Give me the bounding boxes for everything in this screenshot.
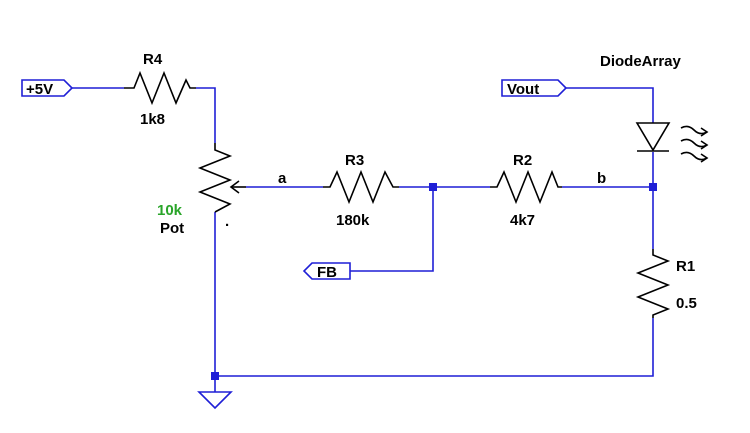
ground-icon [197, 391, 233, 410]
pot-wiper-arrowhead [229, 180, 240, 194]
port-fb-label: FB [317, 264, 337, 281]
resistor-r2[interactable] [490, 169, 562, 205]
pot-wiper-dot: . [225, 213, 229, 230]
r2-name: R2 [513, 152, 532, 169]
junction-b [649, 183, 657, 191]
r4-name: R4 [143, 51, 163, 68]
resistor-r1[interactable] [635, 249, 671, 318]
port-plus5v-label: +5V [26, 81, 53, 98]
r3-value: 180k [336, 212, 370, 229]
port-plus5v[interactable]: +5V [21, 79, 74, 98]
r4-value: 1k8 [140, 111, 165, 128]
r1-name: R1 [676, 258, 695, 275]
port-fb[interactable]: FB [302, 262, 351, 281]
resistor-r4[interactable] [124, 70, 196, 106]
port-vout-label: Vout [507, 81, 539, 98]
r1-value: 0.5 [676, 295, 697, 312]
wire-fb [350, 187, 434, 272]
diode-name: DiodeArray [600, 53, 682, 70]
light-emission-icon [680, 125, 709, 163]
node-b-label: b [597, 170, 606, 187]
wire-r4-pot [196, 87, 216, 143]
wires [72, 87, 654, 392]
node-a-label: a [278, 170, 287, 187]
junction-ground [211, 372, 219, 380]
resistor-r3[interactable] [323, 169, 399, 205]
r3-name: R3 [345, 152, 364, 169]
diode-array[interactable] [635, 122, 709, 163]
wire-ground-rail [215, 318, 654, 377]
potentiometer[interactable] [197, 143, 246, 213]
pot-name: Pot [160, 220, 184, 237]
port-vout[interactable]: Vout [501, 79, 568, 98]
pot-value: 10k [157, 202, 183, 219]
r2-value: 4k7 [510, 212, 535, 229]
junction-fb [429, 183, 437, 191]
wire-vout-diode [566, 87, 654, 123]
